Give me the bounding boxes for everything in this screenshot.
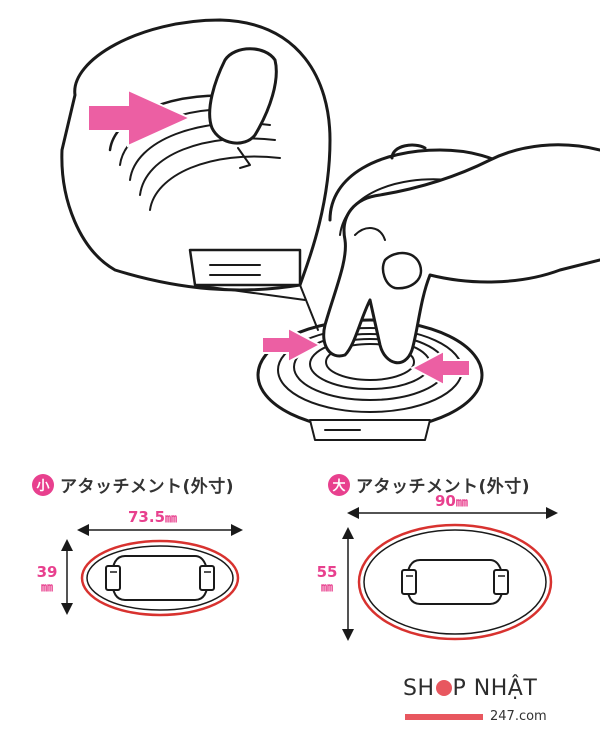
zoom-press-arrow [87,88,193,148]
press-arrows [87,88,471,387]
logo-text-part1: SH [403,676,435,701]
small-width-unit: ㎜ [165,511,178,525]
hand [322,143,600,364]
attachment-usage-illustration [60,18,600,441]
small-width-value: 73.5 [128,508,166,526]
large-outline [357,523,553,641]
left-press-arrow [261,326,323,364]
small-attachment-drawing [61,524,243,617]
small-height-value: 39 [36,563,58,581]
zoom-finger [208,47,278,145]
large-width-unit: ㎜ [455,495,468,509]
logo-subtext: 247.com [490,709,547,724]
right-press-arrow [409,349,471,387]
large-badge: 大 [328,473,350,496]
small-width-label: 73.5㎜ [128,510,177,525]
shop-logo: SH P NHẬT 247.com [403,676,563,726]
large-width-label: 90㎜ [435,494,468,509]
logo-bar [405,714,483,720]
large-height-unit: ㎜ [320,579,333,594]
small-label-text: アタッチメント(外寸) [60,477,235,497]
large-width-value: 90 [435,492,456,510]
large-height-label: 55 ㎜ [313,563,341,594]
logo-dot-icon [435,680,452,696]
large-attachment-drawing [342,507,558,641]
logo-text-part2: P NHẬT [452,676,538,701]
small-height-unit: ㎜ [40,579,53,594]
small-height-label: 39 ㎜ [33,563,61,594]
large-height-value: 55 [316,563,338,581]
small-badge: 小 [32,473,54,496]
small-outline [80,539,240,617]
large-attachment-label: 大 アタッチメント(外寸) [328,472,530,497]
large-label-text: アタッチメント(外寸) [356,477,531,497]
logo-text: SH P NHẬT [403,676,537,701]
small-attachment-label: 小 アタッチメント(外寸) [32,472,234,497]
